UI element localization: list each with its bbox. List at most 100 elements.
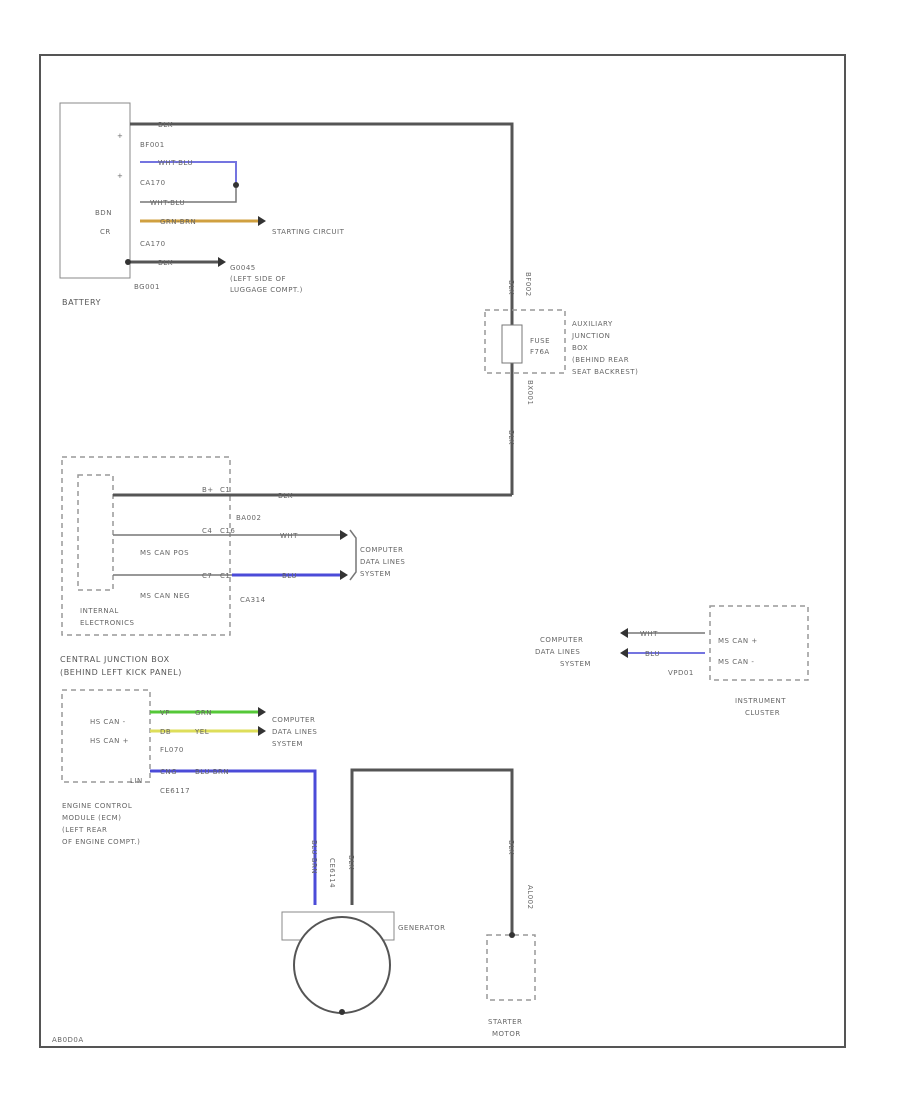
ecm-pin-1: HS CAN - — [90, 718, 126, 726]
battery-pin-2: + — [117, 172, 123, 180]
cluster-pin-2: MS CAN - — [718, 658, 754, 666]
arrow-icon — [340, 530, 348, 540]
battery-main-wire — [130, 122, 514, 495]
ecm-cdl-2: DATA LINES — [272, 728, 317, 736]
battery-wire-5-circuit: BG001 — [134, 283, 160, 291]
aux-junction-box: FUSE F76A AUXILIARY JUNCTION BOX (BEHIND… — [484, 272, 638, 445]
arrow-icon — [258, 707, 266, 717]
battery-wire-1-circuit: BF001 — [140, 141, 165, 149]
cjb-row3-circuit: CA314 — [240, 596, 266, 604]
central-junction-box: INTERNAL ELECTRONICS CENTRAL JUNCTION BO… — [60, 456, 512, 677]
ecm-wire-3-color: BLU-BRN — [195, 768, 229, 776]
cdl-label-3: SYSTEM — [360, 570, 391, 578]
aux-loc-1: (BEHIND REAR — [572, 356, 629, 364]
splice-dot — [233, 182, 239, 188]
generator-blk-wire — [350, 768, 514, 935]
aux-name-2: JUNCTION — [571, 332, 610, 340]
ecm-c1: VP — [160, 709, 170, 717]
aux-wire-bot-circuit: BX001 — [526, 380, 534, 405]
cjb-row2-circuit: BA002 — [236, 514, 261, 522]
ground-arrow-icon — [218, 257, 226, 267]
starter-circuit: AL002 — [526, 885, 534, 910]
arrow-icon — [258, 726, 266, 736]
cjb-row2-connector: C16 — [220, 527, 235, 535]
starter-name-2: MOTOR — [492, 1030, 521, 1038]
cluster-name-2: CLUSTER — [745, 709, 780, 717]
ecm-wire-2-color: YEL — [194, 728, 209, 736]
battery-wire-4-color: GRN-BRN — [160, 218, 196, 226]
cluster-name-1: INSTRUMENT — [735, 697, 786, 705]
arrow-icon — [620, 628, 628, 638]
cluster-circuit: VPD01 — [668, 669, 694, 677]
arrow-icon — [340, 570, 348, 580]
battery-label: BATTERY — [62, 298, 101, 307]
aux-loc-2: SEAT BACKREST) — [572, 368, 638, 376]
cjb-internal-label-2: ELECTRONICS — [80, 619, 134, 627]
aux-box-outline — [484, 309, 566, 374]
generator-component: GENERATOR BLU-BRN CE6114 BLK — [281, 768, 514, 1015]
cluster-outline — [709, 605, 809, 681]
aux-wire-bot-color: BLK — [507, 430, 515, 445]
cjb-row1-pin: B+ — [202, 486, 214, 494]
battery-wire-3 — [140, 188, 237, 203]
cjb-row2-color: WHT — [280, 532, 298, 540]
ecm-name-4: OF ENGINE COMPT.) — [62, 838, 140, 846]
ecm-pin-3: LIN — [130, 777, 143, 785]
cjb-row3-connector: C1 — [220, 572, 230, 580]
battery-wire-2-color: WHT-BLU — [158, 159, 193, 167]
ecm-circuit-a: FL070 — [160, 746, 184, 754]
fuse-icon — [501, 324, 523, 364]
generator-blu-color: BLU-BRN — [310, 840, 318, 874]
splice-dot — [509, 932, 515, 938]
starter-outline — [486, 934, 536, 1001]
ecm-cdl-3: SYSTEM — [272, 740, 303, 748]
battery-wire-5-color: BLK — [158, 259, 173, 267]
fuse-label-1: FUSE — [530, 337, 550, 345]
aux-wire-top-circuit: BF002 — [524, 272, 532, 297]
generator-circuit: CE6114 — [328, 858, 336, 888]
arrow-icon — [620, 648, 628, 658]
starter-name-1: STARTER — [488, 1018, 522, 1026]
cjb-row1-color: BLK — [278, 492, 293, 500]
cluster-wire-1-color: WHT — [640, 630, 658, 638]
battery-box — [59, 102, 131, 279]
ecm-c3: CNG — [160, 768, 177, 776]
battery-pin-3: BDN — [95, 209, 112, 217]
cluster-cdl-2: DATA LINES — [535, 648, 580, 656]
generator-icon — [293, 916, 391, 1014]
battery-component: + + BDN CR BATTERY — [59, 102, 131, 307]
battery-wire-2 — [140, 161, 237, 183]
cjb-row3-label: MS CAN NEG — [140, 592, 190, 600]
cluster-pin-1: MS CAN + — [718, 637, 758, 645]
ecm-name-3: (LEFT REAR — [62, 826, 107, 834]
ecm-lin-wire — [150, 769, 317, 905]
splice-dot — [339, 1009, 345, 1015]
cjb-loc: (BEHIND LEFT KICK PANEL) — [60, 668, 182, 677]
generator-name: GENERATOR — [398, 924, 445, 932]
arrow-icon — [258, 216, 266, 226]
cdl-label-2: DATA LINES — [360, 558, 405, 566]
cjb-row3-color: BLU — [282, 572, 297, 580]
battery-wire-3-color: WHT-BLU — [150, 199, 185, 207]
bracket — [349, 529, 357, 581]
starter-wire-color: BLK — [507, 840, 515, 855]
ecm-circuit-b: CE6117 — [160, 787, 190, 795]
ecm-name-1: ENGINE CONTROL — [62, 802, 132, 810]
cjb-internal-label: INTERNAL — [80, 607, 119, 615]
starter-motor: STARTER MOTOR BLK AL002 — [486, 840, 536, 1038]
starting-circuit-label: STARTING CIRCUIT — [272, 228, 345, 236]
battery-circuit-ca: CA170 — [140, 240, 166, 248]
ecm-outline — [61, 689, 151, 783]
diagram-frame — [39, 54, 846, 1048]
aux-wire-top-color: BLK — [507, 280, 515, 295]
ecm-wire-1-color: GRN — [195, 709, 212, 717]
battery-pin-1: + — [117, 132, 123, 140]
cjb-internal-outline — [77, 474, 114, 591]
ground-id: G0045 — [230, 264, 256, 272]
ecm-c2: DB — [160, 728, 171, 736]
battery-wire-1-color: BLK — [158, 121, 173, 129]
cjb-row3-pin: C7 — [202, 572, 212, 580]
cjb-row2-pin: C4 — [202, 527, 212, 535]
cluster-cdl-1: COMPUTER — [540, 636, 583, 644]
